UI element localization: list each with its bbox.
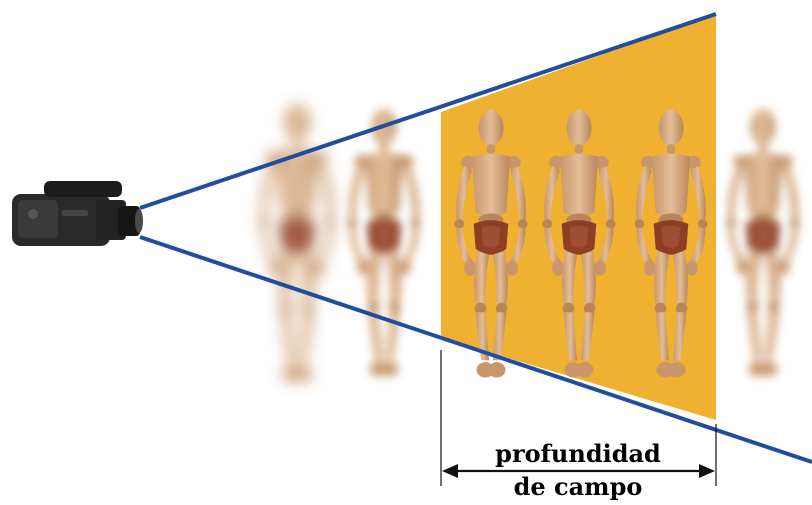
video-camera-icon [12,181,143,246]
measure-arrowhead-right [699,464,715,478]
figure-out-of-focus-far-right [727,109,800,377]
depth-of-field-label-line1: profundidad [495,439,661,468]
figure-out-of-focus-near [348,109,421,377]
measure-arrowhead-left [442,464,458,478]
depth-of-field-label-line2: de campo [514,472,643,500]
